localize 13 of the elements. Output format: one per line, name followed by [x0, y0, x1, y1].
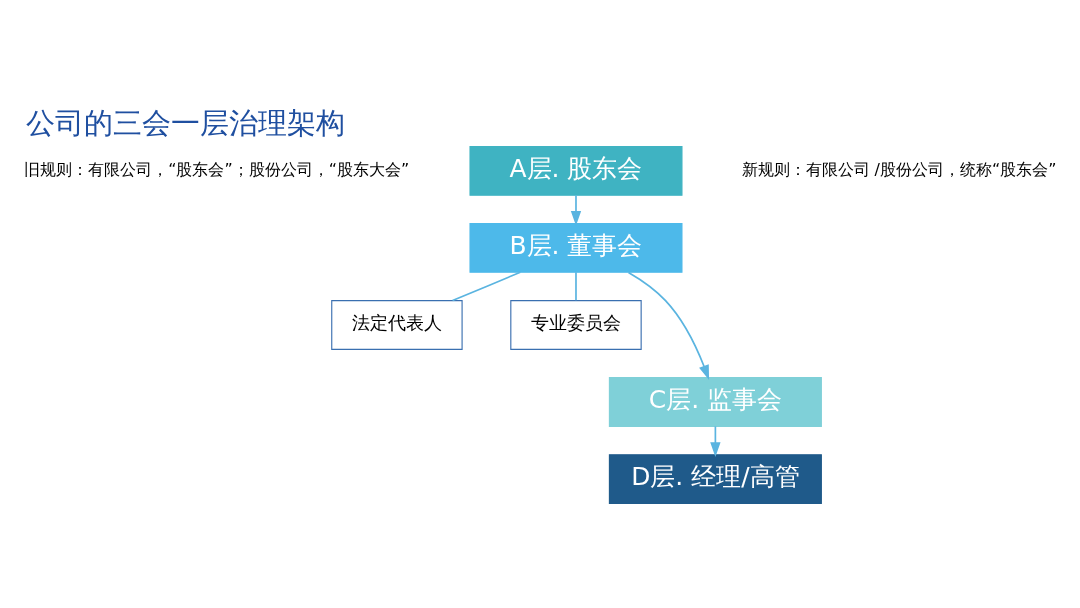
- label: 旧规则：有限公司，“股东会”；股份公司，“股东大会”: [24, 160, 410, 180]
- node-box: D层. 经理/高管: [608, 454, 822, 505]
- arrow: [570, 194, 582, 226]
- node-box: 法定代表人: [331, 300, 463, 350]
- connector: [451, 271, 522, 302]
- connector: [575, 271, 577, 302]
- node-box: C层. 监事会: [608, 377, 822, 427]
- label: 新规则：有限公司 /股份公司，统称“股东会”: [741, 160, 1057, 180]
- node-box: 专业委员会: [510, 300, 642, 350]
- node-box: B层. 董事会: [469, 222, 683, 273]
- diagram-title: 公司的三会一层治理架构: [26, 105, 346, 140]
- arrow: [627, 271, 710, 380]
- node-box: A层. 股东会: [469, 145, 683, 196]
